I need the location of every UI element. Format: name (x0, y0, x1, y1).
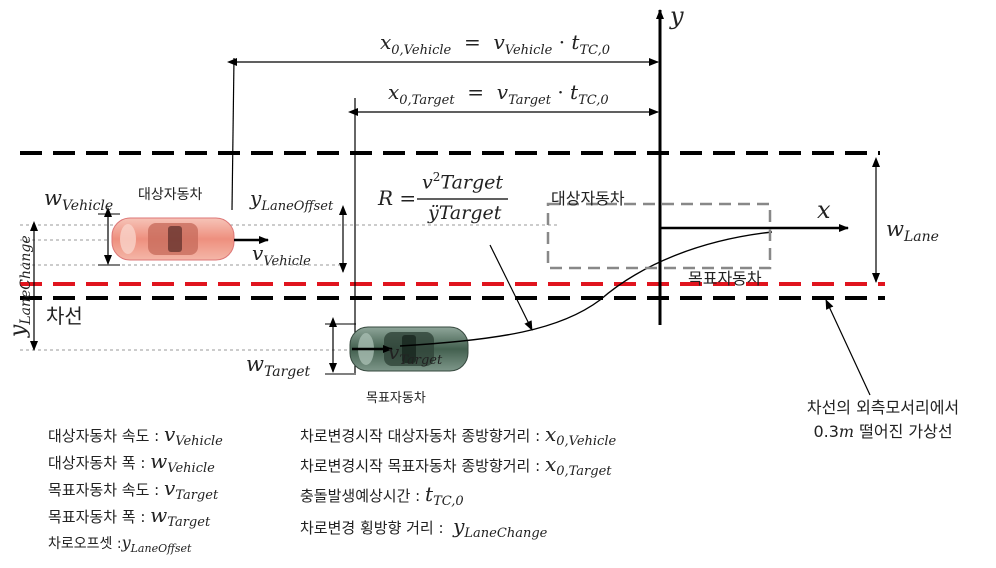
radius-pointer (489, 244, 533, 331)
legend-right: 차로변경시작 대상자동차 종방향거리 : x0,Vehicle 차로변경시작 목… (300, 422, 616, 544)
w-vehicle-label: wVehicle (44, 186, 114, 215)
v-target-label: vTarget (388, 340, 443, 368)
virtual-line-pointer (825, 299, 871, 396)
legend-left-item: 목표자동차 폭 : wTarget (48, 503, 211, 530)
w-target-label: wTarget (246, 352, 311, 381)
x-axis-label: x (817, 196, 831, 224)
x0-vehicle-leader (231, 57, 235, 211)
formula-radius-denominator: ÿTarget (428, 202, 502, 224)
v-vehicle-label: vVehicle (252, 241, 311, 269)
formula-x0-vehicle: x0,Vehicle = vVehicle · tTC,0 (380, 30, 611, 58)
legend-left: 대상자동차 속도 : vVehicle 대상자동차 폭 : wVehicle 목… (48, 422, 223, 560)
formula-radius-lhs: R = (378, 186, 417, 210)
legend-left-item: 대상자동차 속도 : vVehicle (48, 422, 223, 449)
legend-left-item: 차로오프셋 :yLaneOffset (48, 533, 192, 555)
legend-right-item: 차로변경 횡방향 거리 : yLaneChange (300, 514, 548, 541)
target-car-icon (349, 326, 469, 372)
legend-right-item: 차로변경시작 목표자동차 종방향거리 : x0,Target (300, 452, 612, 479)
w-lane-label: wLane (886, 217, 939, 246)
target-box-label: 목표자동차 (688, 269, 762, 288)
formula-radius-numerator: v2Target (422, 170, 504, 194)
legend-left-item: 목표자동차 속도 : vTarget (48, 476, 219, 503)
y-lanechange-label: yLaneChange (5, 235, 35, 338)
y-axis-label: y (670, 2, 684, 30)
virtual-line-note: 차선의 외측모서리에서 0.3m 떨어진 가상선 (770, 396, 996, 444)
virtual-line-note-line2: 0.3m 떨어진 가상선 (813, 422, 953, 441)
legend-left-item: 대상자동차 폭 : wVehicle (48, 449, 215, 476)
legend-right-item: 차로변경시작 대상자동차 종방향거리 : x0,Vehicle (300, 422, 617, 449)
target-position-box (546, 202, 772, 270)
y-laneoffset-label: yLaneOffset (250, 186, 334, 214)
virtual-line-note-line1: 차선의 외측모서리에서 (806, 398, 960, 417)
formula-x0-target: x0,Target = vTarget · tTC,0 (388, 80, 609, 108)
vehicle-car-icon (111, 217, 235, 261)
vehicle-box-label: 대상자동차 (551, 189, 625, 208)
legend-right-item: 충돌발생예상시간 : tTC,0 (300, 482, 464, 509)
lane-label: 차선 (46, 304, 83, 328)
target-car-label: 목표자동차 (366, 391, 426, 406)
lane-change-path (399, 231, 773, 347)
vehicle-car-label: 대상자동차 (138, 187, 203, 203)
